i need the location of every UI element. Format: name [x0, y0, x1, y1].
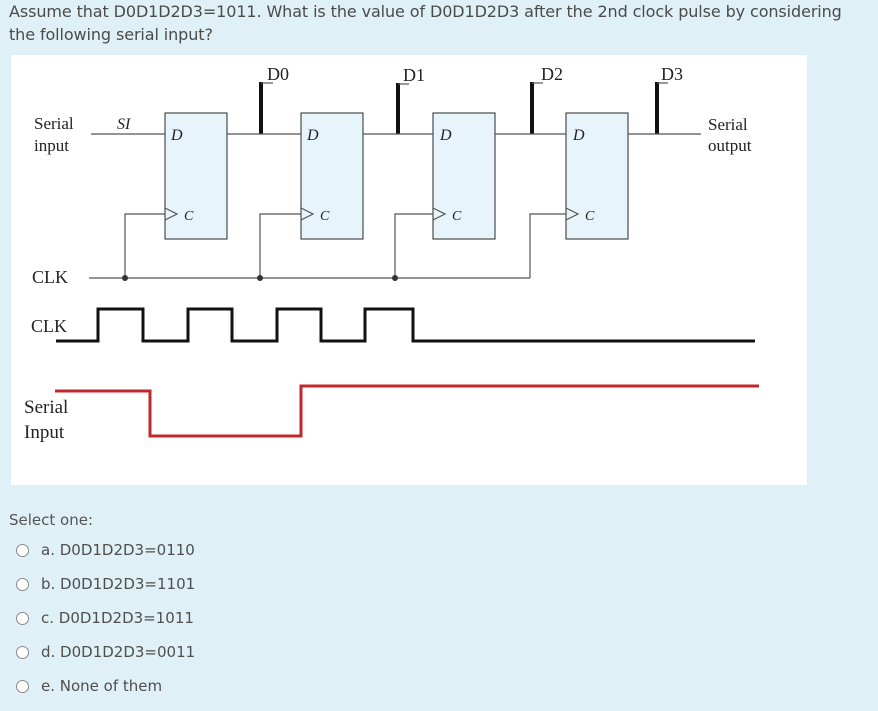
- ff2-d-label: D: [439, 127, 452, 144]
- ff2-clock-triangle: [432, 207, 447, 221]
- shift-register-figure: D0 D1 D2 D3 Serial input SI Serial outpu…: [11, 55, 807, 485]
- answer-option-label: d. D0D1D2D3=0011: [41, 643, 196, 661]
- clk-input-label: CLK: [32, 267, 68, 287]
- answer-option-label: c. D0D1D2D3=1011: [41, 609, 194, 627]
- radio-button[interactable]: [16, 577, 29, 591]
- serial-input-label-line2: input: [34, 136, 69, 155]
- answer-option-c[interactable]: c. D0D1D2D3=1011: [16, 607, 194, 629]
- answer-option-a[interactable]: a. D0D1D2D3=0110: [16, 539, 195, 561]
- ff1-c-label: C: [320, 209, 330, 224]
- answer-option-label: e. None of them: [41, 677, 163, 695]
- serial-input-waveform: [55, 384, 759, 438]
- si-label: SI: [117, 116, 131, 133]
- serial-output-label-line2: output: [708, 136, 752, 155]
- serial-output-label-line1: Serial: [708, 115, 748, 134]
- clk-junction-0: [122, 275, 128, 281]
- radio-button[interactable]: [16, 679, 29, 693]
- ff3-clock-triangle: [565, 207, 580, 221]
- output-label-d2: D2: [541, 64, 563, 84]
- output-label-d3: D3: [661, 64, 683, 84]
- ff0-c-label: C: [184, 209, 194, 224]
- clk-wire-ff0: [124, 213, 165, 278]
- output-label-d0: D0: [267, 64, 289, 84]
- clk-waveform: [56, 307, 755, 343]
- select-one-label: Select one:: [9, 511, 94, 529]
- serial-wave-label-line2: Input: [24, 422, 65, 443]
- flip-flop-3: [565, 112, 629, 240]
- output-label-d1: D1: [403, 65, 425, 85]
- answer-option-label: b. D0D1D2D3=1101: [41, 575, 196, 593]
- flip-flop-0: [164, 112, 228, 240]
- clk-wire-ff3: [529, 213, 566, 278]
- ff2-c-label: C: [452, 209, 462, 224]
- answer-option-e[interactable]: e. None of them: [16, 675, 162, 697]
- answer-option-d[interactable]: d. D0D1D2D3=0011: [16, 641, 195, 663]
- ff3-c-label: C: [585, 209, 595, 224]
- clk-wire-ff1: [259, 213, 301, 278]
- clk-junction-1: [257, 275, 263, 281]
- ff1-d-label: D: [306, 127, 319, 144]
- serial-wave-label-line1: Serial: [24, 397, 68, 418]
- radio-button[interactable]: [16, 645, 29, 659]
- flip-flop-1: [300, 112, 364, 240]
- radio-button[interactable]: [16, 543, 29, 557]
- ff0-d-label: D: [170, 127, 183, 144]
- clk-wire-ff2: [394, 213, 433, 278]
- ff0-clock-triangle: [164, 207, 179, 221]
- ff3-d-label: D: [572, 127, 585, 144]
- question-text: Assume that D0D1D2D3=1011. What is the v…: [9, 2, 842, 44]
- radio-button[interactable]: [16, 611, 29, 625]
- answer-option-label: a. D0D1D2D3=0110: [41, 541, 195, 559]
- clk-waveform-label: CLK: [31, 316, 67, 336]
- shift-register-diagram: D0 D1 D2 D3 Serial input SI Serial outpu…: [24, 64, 759, 443]
- clk-junction-2: [392, 275, 398, 281]
- answer-option-b[interactable]: b. D0D1D2D3=1101: [16, 573, 195, 595]
- flip-flop-2: [432, 112, 496, 240]
- ff1-clock-triangle: [300, 207, 315, 221]
- serial-input-label-line1: Serial: [34, 114, 74, 133]
